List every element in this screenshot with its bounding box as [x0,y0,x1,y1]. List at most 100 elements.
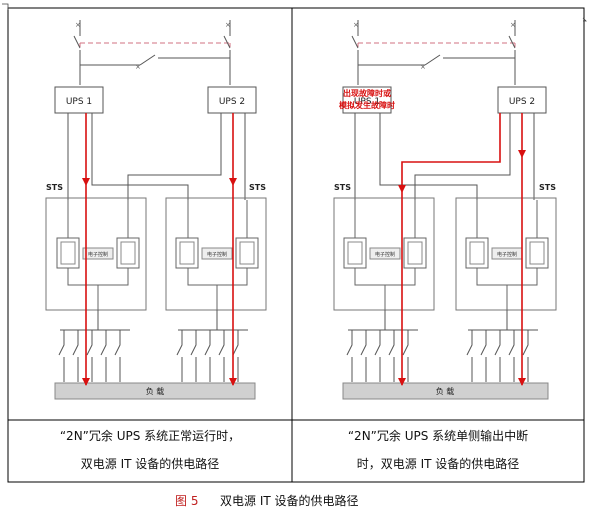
branch-breaker [522,330,529,382]
supply-arrow [229,378,237,386]
crossfeed-ups2-to-sts1 [414,132,511,200]
left-caption-line1: “2N”冗余 UPS 系统正常运行时， [60,428,240,443]
ups1-label: UPS 1 [66,97,92,107]
crossfeed-ups1-to-sts2 [379,132,478,200]
figure-frame [7,7,585,483]
sts2-wiring-a [187,200,218,310]
sts1-wiring-b [98,200,129,286]
sts-inner [347,241,363,265]
sts-inner [179,241,195,265]
input-switch-b [508,35,516,49]
branch-breaker [374,330,381,382]
right-caption-line2: 时，双电源 IT 设备的供电路径 [357,456,520,471]
sts2-control-label: 电子控制 [207,251,227,258]
load-label: 负 载 [146,386,165,396]
sts-inner [529,241,545,265]
figure-number: 图 5 [175,494,198,508]
fault-note-line1: 出现故障时或 [343,88,391,98]
branch-breaker [388,330,395,382]
sts2-control-box [201,247,233,260]
branch-breaker [508,330,515,382]
input-switch-a [73,35,81,49]
branch-breaker [480,330,487,382]
right-panel: × × × UPS 1 UPS 2 出现故障时或 模拟发生故障时 STS STS [333,20,557,471]
ups2-label: UPS 2 [509,97,535,107]
branch-breaker [58,330,65,382]
right-caption-line1: “2N”冗余 UPS 系统单侧输出中断 [348,428,528,443]
sts2-wiring-a [476,200,508,310]
supply-arrow [398,378,406,386]
sts1-control-box [369,247,401,260]
left-caption-line2: 双电源 IT 设备的供电路径 [81,456,220,471]
input-switch-b [223,35,231,49]
ups1-box [342,86,392,114]
sts1-label: STS [334,183,351,192]
tie-switch [424,54,441,66]
branch-breaker [360,330,367,382]
sts-inner [239,241,255,265]
sts2-frame [165,197,267,311]
sts1-wiring-a [354,200,386,310]
branch-breaker [494,330,501,382]
sts-inner [60,241,76,265]
sts2-wiring-b [507,200,538,286]
sts2-label: STS [539,183,556,192]
sts2-control-label: 电子控制 [497,251,517,258]
sts1-frame [45,197,147,311]
ups1-label: UPS 1 [354,97,380,107]
load-bar [54,382,256,400]
branch-breaker [402,330,409,382]
branch-breaker [190,330,197,382]
sts1-control-box [82,247,114,260]
ups2-box [207,86,257,114]
sts1-control-label: 电子控制 [375,251,395,258]
switch-mark: × [420,63,426,71]
corner-marker [2,3,9,10]
left-panel: × × × UPS 1 UPS 2 STS STS [45,20,267,471]
switch-mark: × [75,21,81,29]
ups2-label: UPS 2 [219,97,245,107]
sts2-label: STS [249,183,266,192]
branch-breaker [114,330,121,382]
supply-arrow [82,178,90,186]
sts2-wiring-b [217,200,248,286]
branch-breaker [346,330,353,382]
crossfeed-ups1-to-sts2 [91,132,189,200]
branch-breaker [232,330,239,382]
crossfeed-ups2-to-sts1 [127,132,222,200]
branch-breaker [204,330,211,382]
sts2-module-a [175,237,199,269]
ups1-box [54,86,104,114]
sts1-frame [333,197,435,311]
branch-breaker [86,330,93,382]
sts1-control-label: 电子控制 [88,251,108,258]
branch-breaker [176,330,183,382]
switch-mark: × [135,63,141,71]
sts2-frame [455,197,557,311]
supply-arrow [398,185,406,193]
sts1-wiring-a [67,200,99,310]
supply-arrow [518,150,526,158]
switch-mark: × [225,21,231,29]
load-bar [342,382,549,400]
supply-path-ups2-crossover [401,113,501,385]
load-label: 负 载 [436,386,455,396]
return-marker [582,17,587,22]
supply-arrow [518,378,526,386]
branch-breaker [72,330,79,382]
sts1-wiring-b [385,200,416,286]
fault-note-line2: 模拟发生故障时 [339,100,395,110]
input-switch-a [351,35,359,49]
ups2-box [497,86,547,114]
switch-mark: × [510,21,516,29]
branch-breaker [218,330,225,382]
sts-inner [469,241,485,265]
tie-switch [139,54,156,66]
sts-inner [120,241,136,265]
switch-mark: × [353,21,359,29]
figure-title: 双电源 IT 设备的供电路径 [220,493,359,508]
sts-inner [407,241,423,265]
branch-breaker [466,330,473,382]
branch-breaker [100,330,107,382]
